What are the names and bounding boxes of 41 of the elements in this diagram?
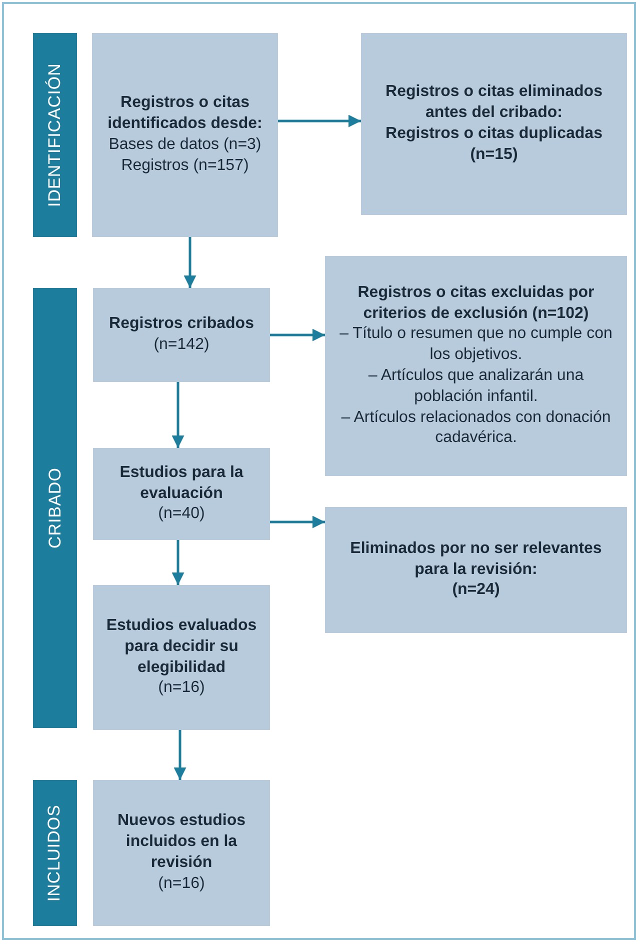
box-heading: Registros cribados [109, 314, 254, 334]
box-text: – Título o resumen que no cumple con los objetivos. [338, 324, 614, 366]
process-box [325, 256, 627, 476]
box-heading: Nuevos estudios incluidos en la revisión [116, 811, 247, 873]
arrow [270, 328, 325, 342]
box-text: – Artículos que analizarán una población infantil. [367, 366, 585, 407]
arrow [172, 540, 184, 585]
process-box [325, 507, 627, 633]
process-box [93, 585, 270, 730]
arrow [172, 382, 184, 448]
arrow [174, 730, 186, 780]
box-heading: Eliminados por no ser relevantes para la revisión: [349, 538, 603, 580]
box-heading: (n=15) [470, 144, 518, 165]
stage-label: IDENTIFICACIÓN [44, 63, 65, 207]
box-heading: (n=24) [452, 580, 500, 600]
stage-band [33, 33, 77, 237]
process-box [93, 780, 270, 926]
process-box [93, 288, 270, 382]
arrow [278, 114, 361, 128]
arrow [184, 237, 196, 288]
box-text: Bases de datos (n=3) [108, 135, 262, 155]
box-heading: Estudios para la evaluación [118, 462, 244, 504]
process-box [361, 33, 627, 215]
process-box [92, 33, 278, 237]
box-text: (n=16) [158, 874, 205, 894]
box-text: (n=16) [158, 678, 205, 698]
process-box [93, 448, 270, 540]
box-heading: Estudios evaluados para decidir su elegibilidad [105, 616, 258, 678]
arrow [270, 516, 325, 528]
box-text: – Artículos relacionados con donación cadavérica. [340, 408, 612, 448]
box-text: Registros (n=157) [121, 156, 249, 176]
stage-label: CRIBADO [44, 468, 65, 548]
box-text: (n=40) [158, 504, 205, 524]
box-text: (n=142) [154, 335, 210, 355]
stage-label: INCLUIDOS [44, 804, 65, 902]
box-heading: Registros o citas duplicadas [386, 124, 602, 144]
stage-band [33, 288, 77, 728]
box-heading: Registros o citas eliminados antes del cribado: [384, 82, 604, 124]
box-heading: Registros o citas identificados desde: [106, 93, 264, 134]
stage-band [33, 780, 77, 926]
box-heading: Registros o citas excluidas por criterios de exclusión (n=102) [356, 282, 596, 324]
